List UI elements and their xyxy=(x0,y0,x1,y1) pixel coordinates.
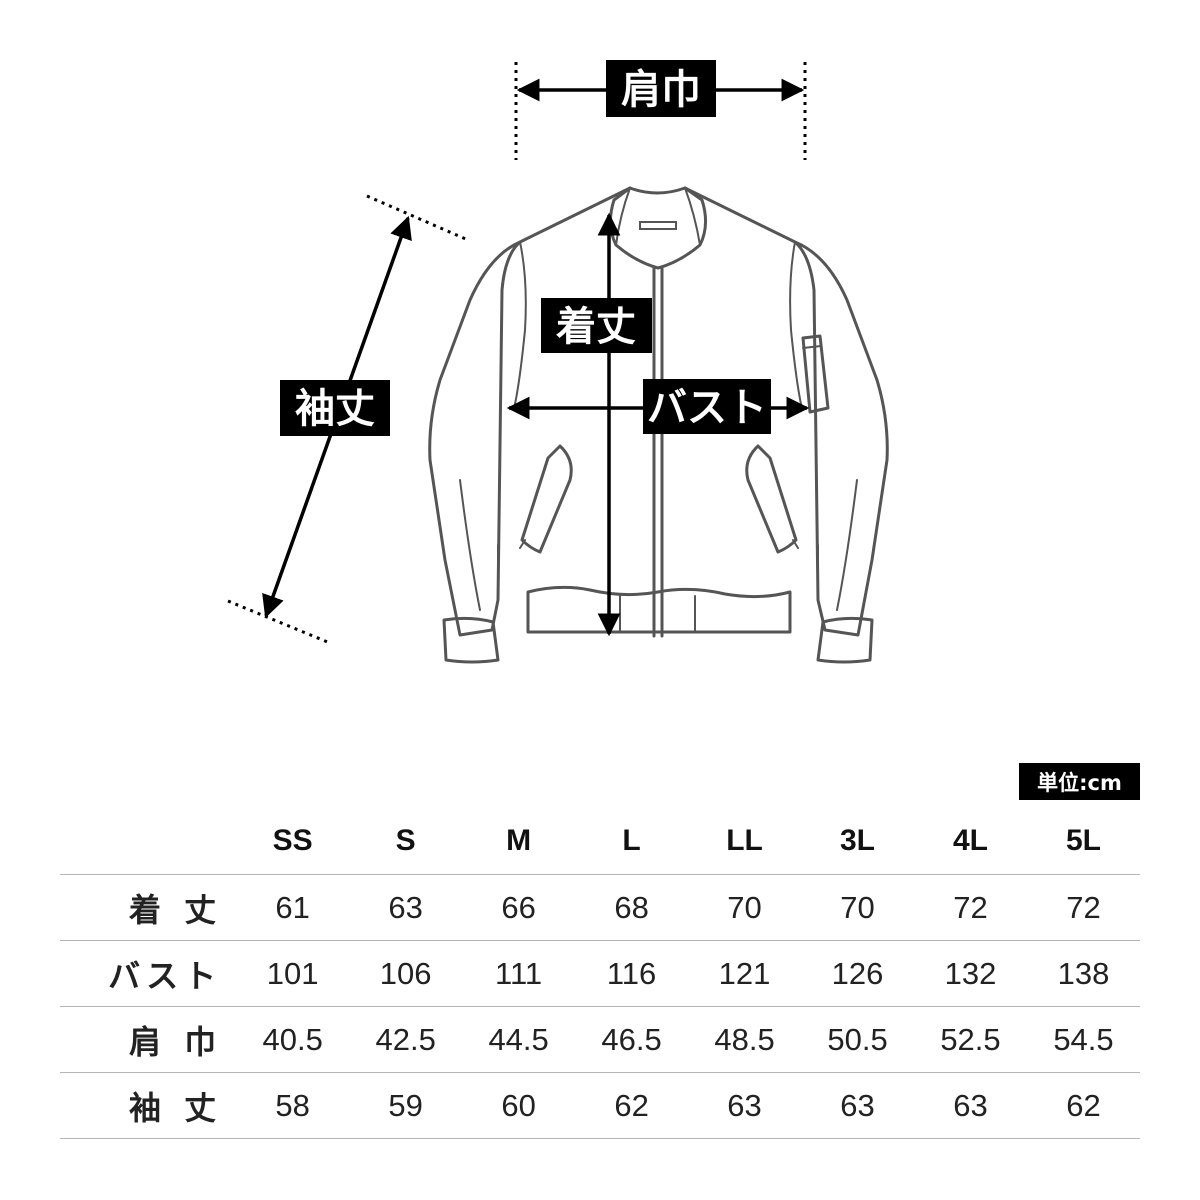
size-header: LL xyxy=(726,824,763,857)
size-header: 3L xyxy=(840,824,876,857)
size-header: S xyxy=(395,824,416,857)
table-cell: 121 xyxy=(718,955,771,991)
jacket-illustration-icon xyxy=(428,186,889,664)
table-cell: 58 xyxy=(275,1087,310,1123)
table-cell: 106 xyxy=(379,955,432,991)
table-cell: 40.5 xyxy=(262,1021,323,1057)
size-header: L xyxy=(622,824,641,857)
table-cell: 66 xyxy=(501,889,536,925)
table-cell: 52.5 xyxy=(940,1021,1001,1057)
table-cell: 132 xyxy=(944,955,997,991)
table-cell: 70 xyxy=(840,889,875,925)
table-cell: 60 xyxy=(501,1087,536,1123)
shoulder-label-box xyxy=(606,60,716,117)
table-cell: 59 xyxy=(388,1087,423,1123)
table-cell: 61 xyxy=(275,889,310,925)
table-cell: 116 xyxy=(606,955,657,991)
bust-label-box xyxy=(643,379,771,434)
table-row: 肩 巾 40.5 42.5 44.5 46.5 48.5 50.5 52.5 5… xyxy=(60,1006,1140,1073)
table-cell: 68 xyxy=(614,889,649,925)
table-cell: 126 xyxy=(831,955,884,991)
size-header: 4L xyxy=(952,824,988,857)
header-corner xyxy=(60,808,236,875)
table-cell: 101 xyxy=(266,955,319,991)
size-header: M xyxy=(506,824,532,857)
sleeve-guide-bottom xyxy=(227,599,331,645)
shoulder-label: 肩巾 xyxy=(621,67,701,113)
table-cell: 62 xyxy=(1066,1087,1101,1123)
jacket-measurement-diagram: 肩巾 着丈 バスト 袖丈 xyxy=(227,60,889,664)
table-cell: 70 xyxy=(727,889,762,925)
table-cell: 50.5 xyxy=(827,1021,888,1057)
bust-label: バスト xyxy=(647,385,767,431)
row-label: 肩 巾 xyxy=(129,1022,223,1061)
table-cell: 63 xyxy=(727,1087,762,1123)
table-cell: 44.5 xyxy=(488,1021,549,1057)
table-cell: 46.5 xyxy=(601,1021,662,1057)
unit-badge: 単位:cm xyxy=(1019,763,1140,800)
table-cell: 111 xyxy=(495,955,543,991)
table-cell: 63 xyxy=(840,1087,875,1123)
table-cell: 54.5 xyxy=(1053,1021,1114,1057)
table-cell: 62 xyxy=(614,1087,649,1123)
sleeve-label-box xyxy=(280,380,390,436)
table-cell: 72 xyxy=(1066,889,1101,925)
length-label: 着丈 xyxy=(556,304,636,350)
size-header: SS xyxy=(272,824,313,857)
table-row: 着 丈 61 63 66 68 70 70 72 72 xyxy=(60,874,1140,941)
size-header: 5L xyxy=(1065,824,1101,857)
row-label: バスト xyxy=(108,956,223,995)
length-label-box xyxy=(541,298,652,353)
table-cell: 138 xyxy=(1057,955,1110,991)
table-cell: 63 xyxy=(953,1087,988,1123)
row-label: 着 丈 xyxy=(129,890,223,929)
table-cell: 48.5 xyxy=(714,1021,775,1057)
table-cell: 72 xyxy=(953,889,988,925)
table-row: 袖 丈 58 59 60 62 63 63 63 62 xyxy=(60,1072,1140,1139)
table-row: バスト 101 106 111 116 121 126 132 138 xyxy=(60,940,1140,1007)
sleeve-guide-top xyxy=(366,194,469,242)
row-label: 袖 丈 xyxy=(129,1088,223,1127)
sleeve-label: 袖丈 xyxy=(295,386,375,432)
size-header-row: SS S M L LL 3L 4L 5L xyxy=(60,808,1140,875)
size-table: SS S M L LL 3L 4L 5L 着 丈 61 63 66 68 70 … xyxy=(60,808,1140,1139)
table-cell: 42.5 xyxy=(375,1021,436,1057)
table-cell: 63 xyxy=(388,889,423,925)
